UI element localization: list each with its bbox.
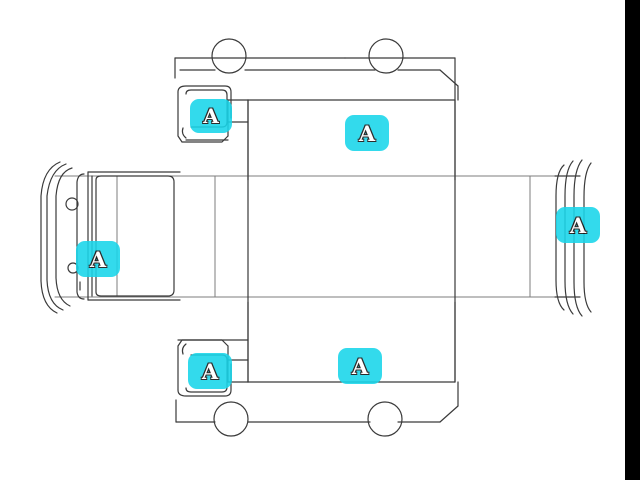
marker-bot-body[interactable]: A [338,348,382,384]
marker-top-cab[interactable]: A [190,99,232,133]
marker-front-door[interactable]: A [76,241,120,277]
marker-letter: A [201,358,219,384]
marker-bot-cab[interactable]: A [188,353,232,389]
marker-letter: A [351,353,369,379]
marker-letter: A [202,104,219,128]
marker-letter: A [358,120,376,146]
marker-letter: A [569,212,587,238]
marker-letter: A [89,246,107,272]
view-front [40,161,181,314]
marker-top-body[interactable]: A [345,115,389,151]
marker-rear-panel[interactable]: A [556,207,600,243]
right-edge-letterbox-bar [625,0,640,480]
